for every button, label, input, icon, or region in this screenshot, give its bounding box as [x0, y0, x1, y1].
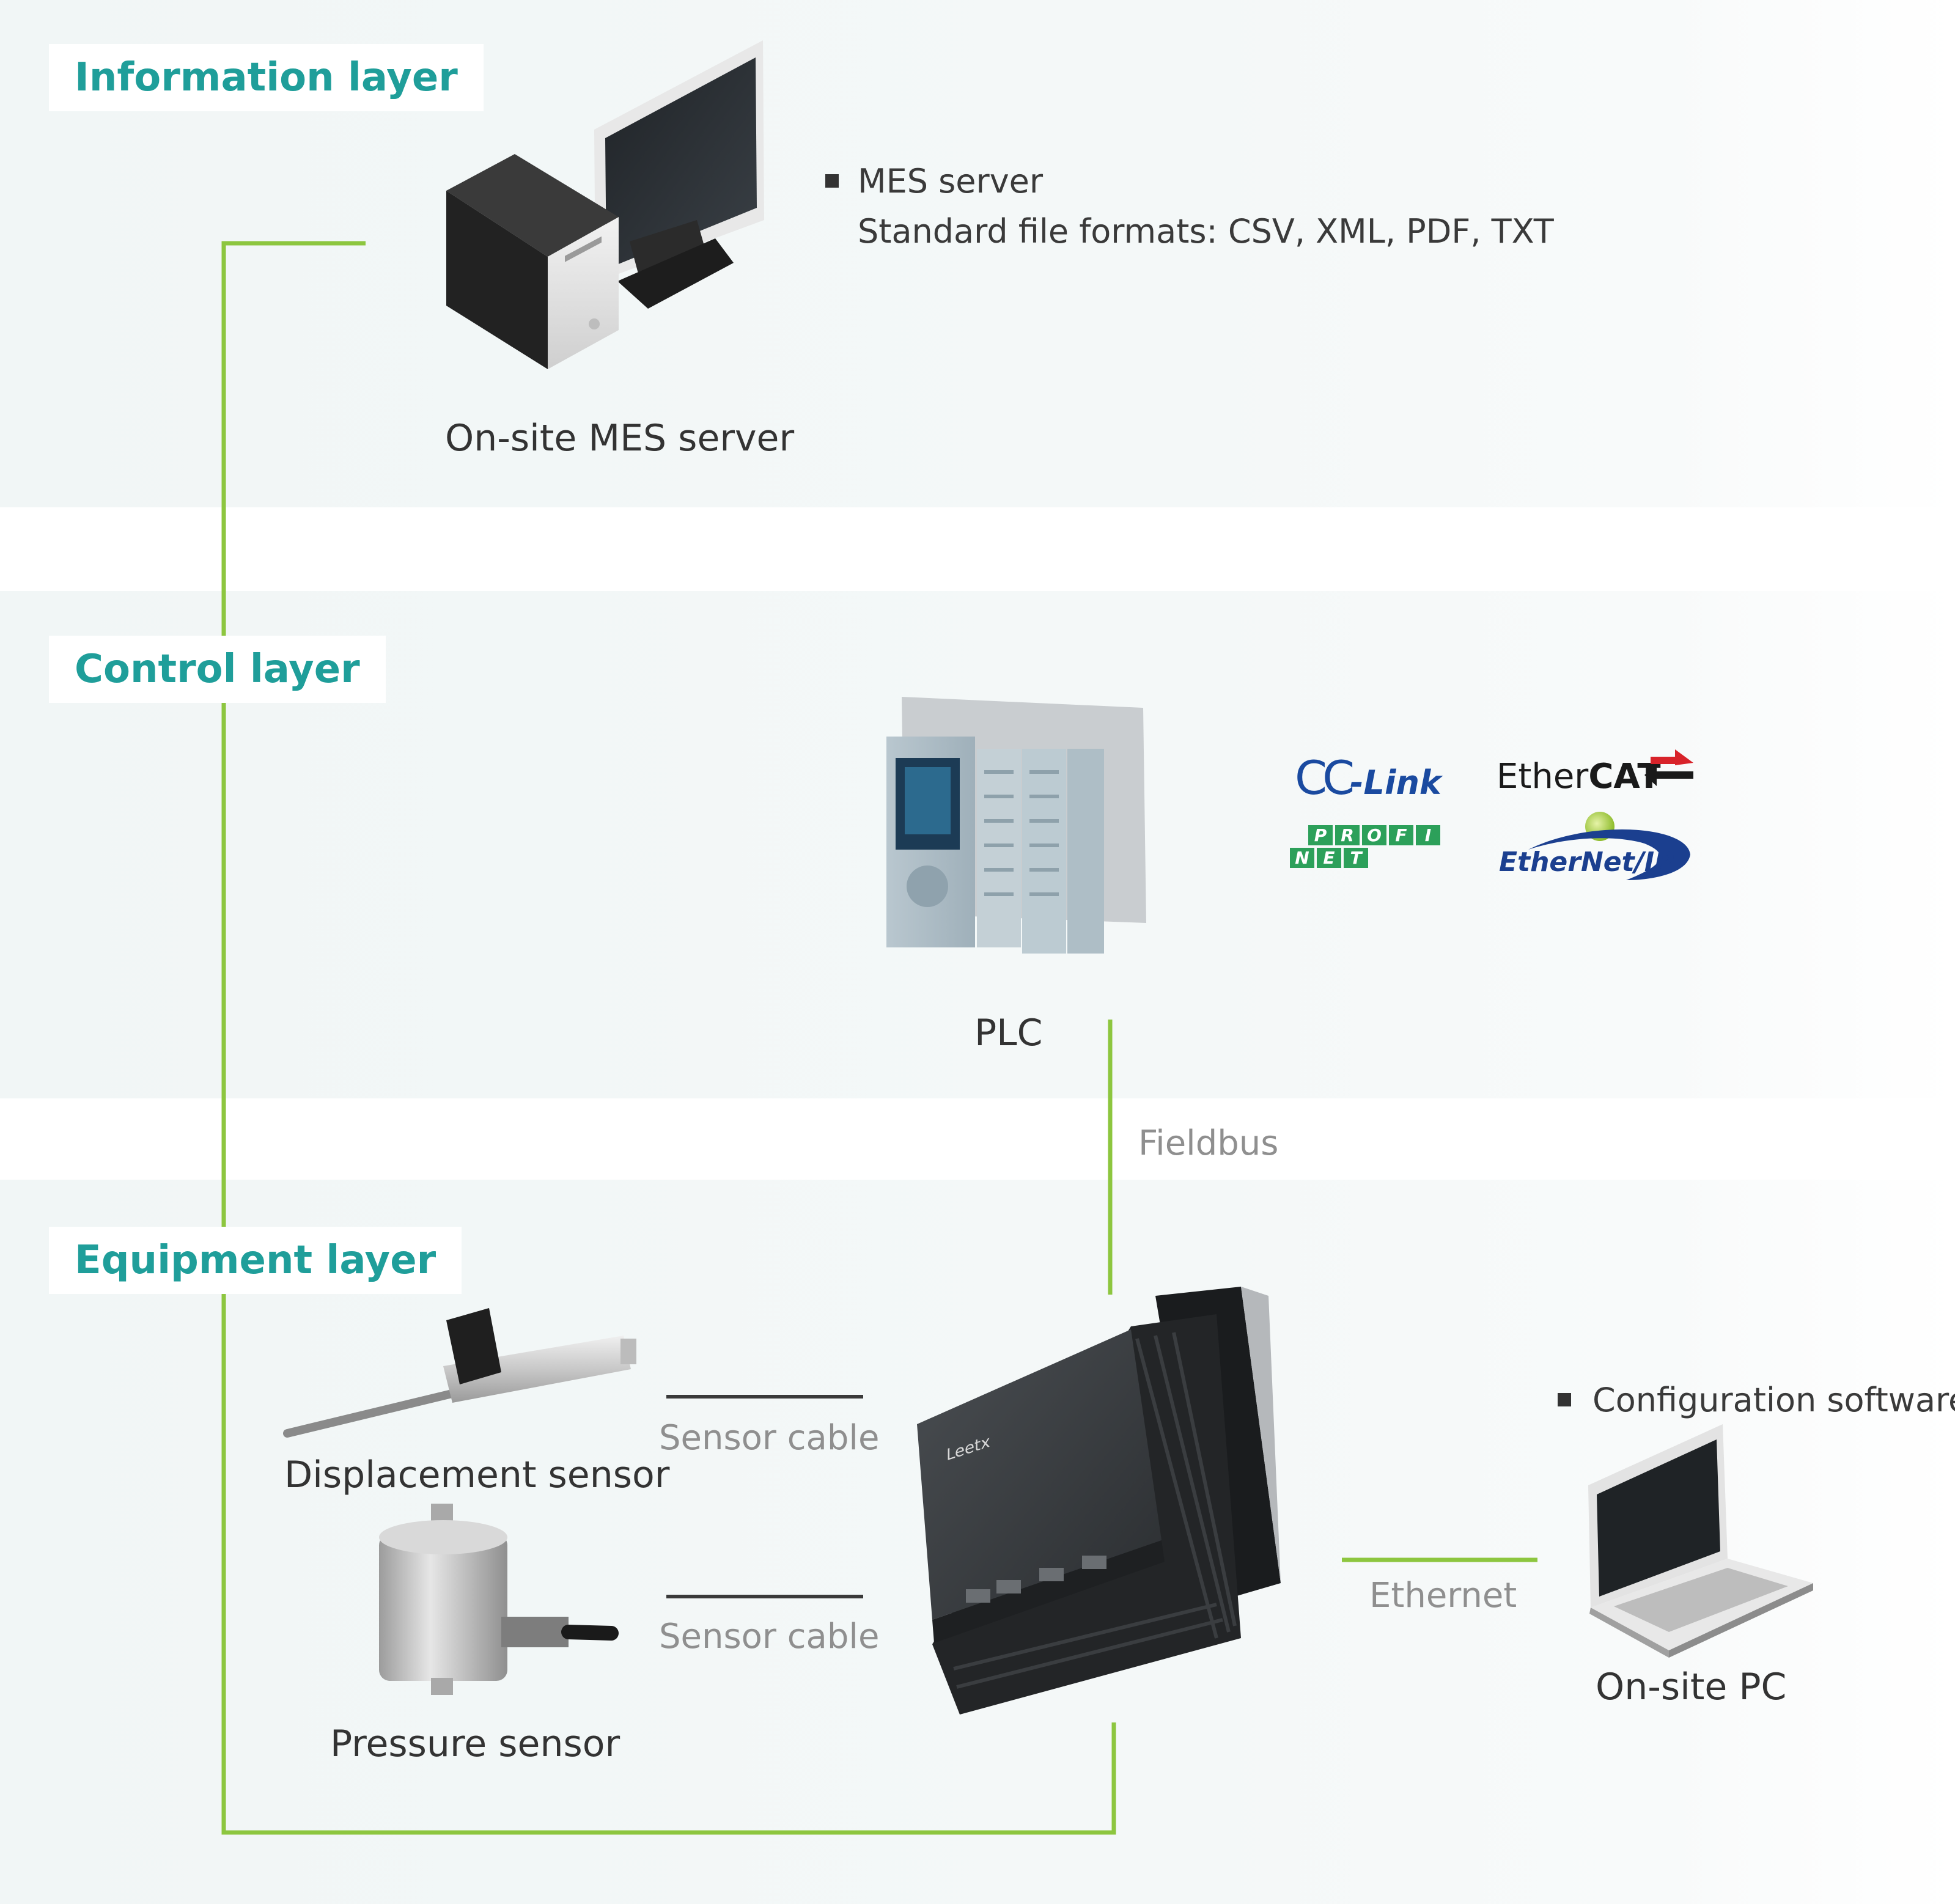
- fieldbus-label: Fieldbus: [1138, 1123, 1279, 1163]
- displacement-sensor-label: Displacement sensor: [284, 1454, 670, 1496]
- profinet-letter: O: [1362, 825, 1386, 845]
- profinet-logo-net: N E T: [1290, 848, 1440, 868]
- pc-label: On-site PC: [1596, 1666, 1787, 1708]
- profinet-letter: T: [1344, 848, 1368, 868]
- ethercat-logo-ether: Ether: [1497, 757, 1589, 796]
- profinet-logo: P R O F I N E T: [1290, 825, 1440, 868]
- pc-note-line1: Configuration software: [1592, 1381, 1955, 1419]
- mes-link-line: [221, 241, 1116, 1835]
- control-layer-label: Control layer: [49, 636, 386, 703]
- plc-label: PLC: [974, 1012, 1043, 1054]
- profinet-letter: E: [1317, 848, 1341, 868]
- ethercat-logo: EtherCAT: [1497, 757, 1661, 796]
- profinet-letter: P: [1308, 825, 1333, 845]
- profinet-letter: N: [1290, 848, 1314, 868]
- sensor-cable-label-1: Sensor cable: [659, 1418, 880, 1458]
- pressure-sensor-label: Pressure sensor: [330, 1722, 620, 1765]
- profinet-logo-profi: P R O F I: [1308, 825, 1440, 845]
- mes-note-line1: MES server: [858, 162, 1044, 200]
- ethernet-label: Ethernet: [1369, 1576, 1517, 1615]
- sensor-cable-label-2: Sensor cable: [659, 1617, 880, 1656]
- mes-bullet: [825, 174, 839, 188]
- equipment-layer-label: Equipment layer: [49, 1227, 462, 1294]
- pc-bullet: [1558, 1393, 1571, 1406]
- profinet-letter: I: [1416, 825, 1440, 845]
- mes-note-line2: Standard file formats: CSV, XML, PDF, TX…: [858, 212, 1554, 251]
- cc-link-logo-link: -Link: [1350, 763, 1441, 802]
- profinet-letter: R: [1335, 825, 1360, 845]
- cc-link-logo-cc: CC: [1295, 751, 1355, 805]
- profinet-letter: F: [1389, 825, 1413, 845]
- cc-link-logo: CC-Link: [1295, 751, 1441, 805]
- mes-server-label: On-site MES server: [445, 417, 795, 460]
- ethernet-ip-logo-text: EtherNet/IP: [1499, 847, 1674, 878]
- information-layer-label: Information layer: [49, 44, 484, 111]
